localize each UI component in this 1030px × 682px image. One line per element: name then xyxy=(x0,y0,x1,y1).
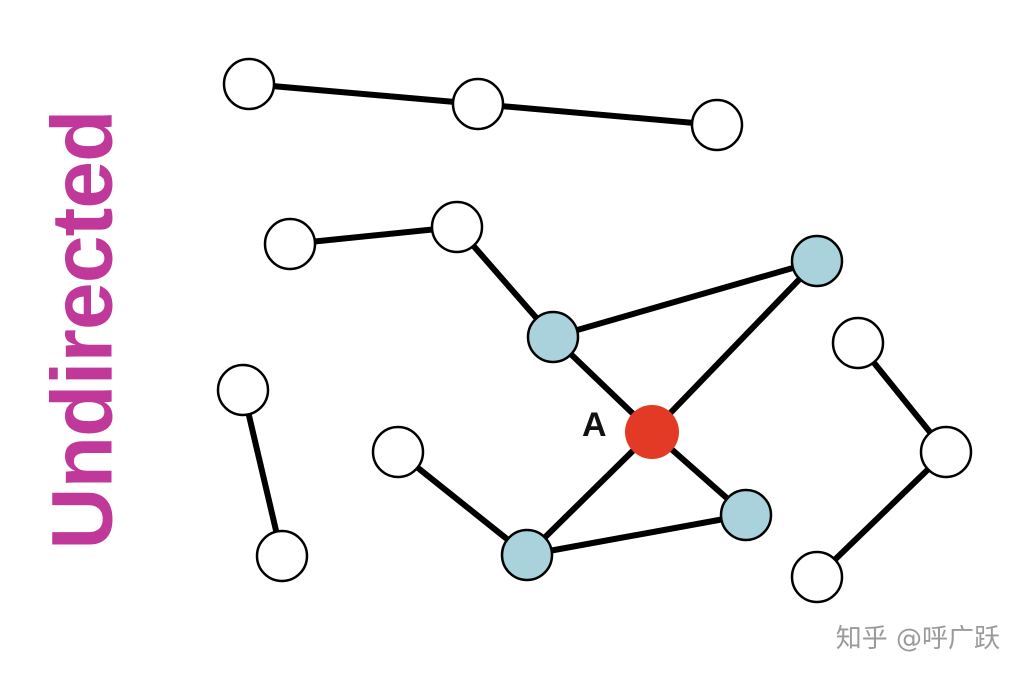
edge-A-b3 xyxy=(524,429,655,558)
neighbor-node-b3 xyxy=(500,528,554,582)
plain-node-n2 xyxy=(451,77,505,131)
plain-node-n5 xyxy=(430,200,484,254)
highlight-node-A xyxy=(625,405,679,459)
watermark: 知乎 @呼广跃 xyxy=(835,624,1000,654)
edge-b3-b4 xyxy=(526,512,747,558)
graph-nodes xyxy=(216,57,973,604)
edge-n7-n8 xyxy=(240,389,285,557)
plain-node-n8 xyxy=(255,529,309,583)
edge-b1-b2 xyxy=(552,258,818,340)
plain-node-n7 xyxy=(216,363,270,417)
edge-n10-n11 xyxy=(814,449,949,580)
diagram-title: Undirected xyxy=(34,110,131,550)
neighbor-node-b1 xyxy=(526,310,580,364)
neighbor-node-b2 xyxy=(790,234,844,288)
plain-node-n9 xyxy=(831,316,885,370)
edge-n6-b3 xyxy=(396,449,529,558)
highlight-node-label: A xyxy=(582,406,607,444)
neighbor-node-b4 xyxy=(719,488,773,542)
edge-b2-A xyxy=(649,258,820,435)
plain-node-n6 xyxy=(371,425,425,479)
plain-node-n11 xyxy=(790,550,844,604)
edge-n2-n3 xyxy=(477,101,718,128)
edge-n1-n2 xyxy=(248,81,479,107)
plain-node-n4 xyxy=(263,217,317,271)
plain-node-n10 xyxy=(919,425,973,479)
plain-node-n1 xyxy=(222,57,276,111)
plain-node-n3 xyxy=(690,98,744,152)
edge-n4-n5 xyxy=(289,224,458,247)
